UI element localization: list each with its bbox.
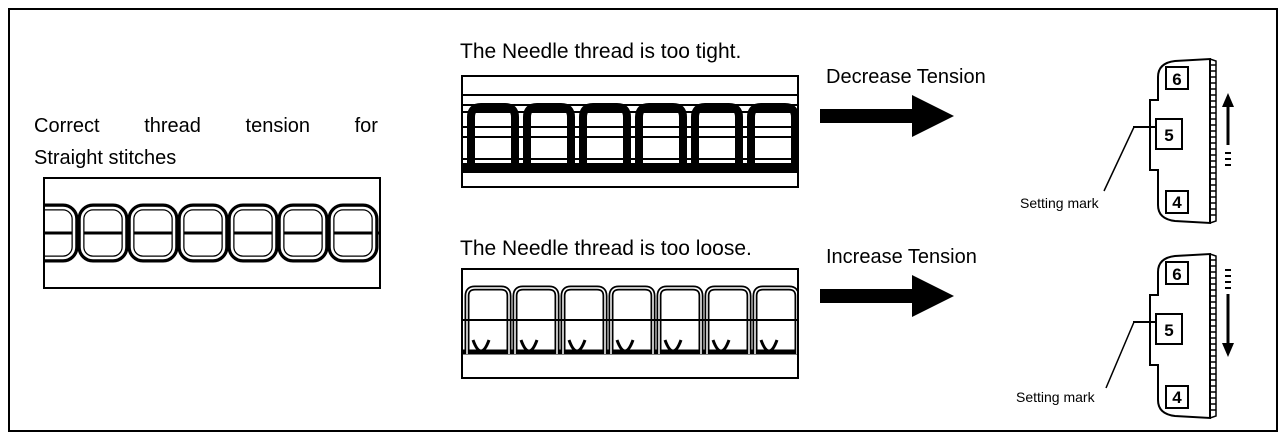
dial-number-bottom: 4 [1172,193,1182,212]
right-arrow-icon [820,95,954,137]
dial-number-top: 6 [1172,265,1181,284]
tension-dial-decrease: 6 5 4 [1130,55,1235,235]
dial-number-center: 5 [1164,126,1173,145]
correct-stitch-illustration [45,203,379,263]
setting-mark-leader-line [1103,126,1135,192]
tight-stitch-sample [461,75,799,188]
dial-number-bottom: 4 [1172,388,1182,407]
increase-tension-label: Increase Tension [826,246,977,268]
correct-caption-word: thread [144,115,201,137]
tension-dial-illustration: 6 5 4 [1133,57,1234,225]
correct-caption-word: Correct [34,115,100,137]
decrease-tension-label: Decrease Tension [826,66,986,88]
right-arrow-icon [820,275,954,317]
correct-caption-word: for [354,115,378,137]
loose-stitch-sample [461,268,799,379]
diagram-frame [8,8,1278,432]
tight-caption: The Needle thread is too tight. [460,40,742,63]
correct-caption-line1: Correct thread tension for [34,115,378,138]
correct-caption-word: tension [245,115,311,137]
dial-number-center: 5 [1164,321,1173,340]
loose-caption: The Needle thread is too loose. [460,237,752,260]
correct-stitch-sample [43,177,381,289]
correct-caption-line2: Straight stitches [34,147,177,169]
dial-number-top: 6 [1172,70,1181,89]
setting-mark-label: Setting mark [1016,389,1095,405]
tension-dial-increase: 6 5 4 [1130,250,1235,430]
setting-mark-leader-line [1105,321,1135,389]
setting-mark-label: Setting mark [1020,195,1099,211]
loose-stitch-illustration [463,285,797,357]
tension-dial-illustration: 6 5 4 [1133,252,1234,420]
tight-stitch-illustration [463,94,797,173]
